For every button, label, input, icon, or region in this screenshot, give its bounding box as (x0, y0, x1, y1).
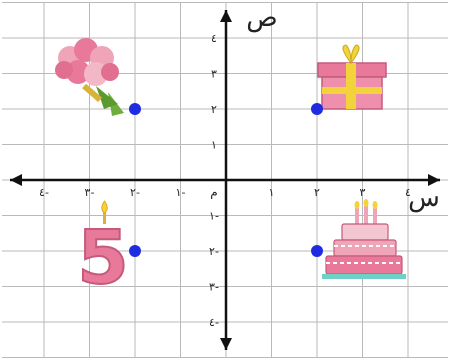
y-axis-arrow-bottom (220, 338, 232, 350)
x-tick-label: ٢- (130, 186, 140, 199)
y-tick-label: ٤- (209, 316, 219, 329)
y-tick-label: ٣- (209, 281, 219, 294)
point-flower-bouquet (129, 103, 141, 115)
y-tick-label: ١- (209, 210, 219, 223)
points (129, 103, 323, 257)
y-tick-label: ٣ (211, 68, 217, 81)
x-tick-label: ١ (269, 186, 275, 199)
y-tick-label: ٢- (209, 245, 219, 258)
origin-label: م (210, 185, 217, 199)
x-tick-label: ٣ (360, 186, 366, 199)
x-axis-arrow-left (10, 174, 22, 186)
number-five-candle: 5 (77, 215, 129, 301)
y-tick-label: ٢ (211, 103, 217, 116)
y-axis-label: ص (246, 3, 277, 33)
number-five-candle-picture: 5 (76, 200, 130, 302)
y-axis-arrow-top (220, 10, 232, 22)
birthday-cake-picture (322, 199, 406, 279)
x-tick-label: ١- (176, 186, 186, 199)
point-number-five-candle (129, 245, 141, 257)
x-tick-label: ٣- (85, 186, 95, 199)
x-tick-label: ٤- (39, 186, 49, 199)
x-tick-label: ٤ (405, 186, 411, 199)
y-tick-label: ١ (211, 139, 217, 152)
y-tick-label: ٤ (211, 32, 217, 45)
x-tick-label: ٢ (314, 186, 320, 199)
gift-box-picture (317, 44, 387, 110)
x-axis-label: س (408, 183, 440, 213)
x-axis-arrow-right (428, 174, 440, 186)
flower-bouquet-picture (55, 38, 124, 116)
point-gift-box (311, 103, 323, 115)
point-birthday-cake (311, 245, 323, 257)
axes (10, 10, 440, 350)
axis-labels: ٤- ٣- ٢- ١- ١ ٢ ٣ ٤ ٤ ٣ ٢ ١ ١- ٢- ٣- ٤- م س ص (39, 3, 440, 329)
